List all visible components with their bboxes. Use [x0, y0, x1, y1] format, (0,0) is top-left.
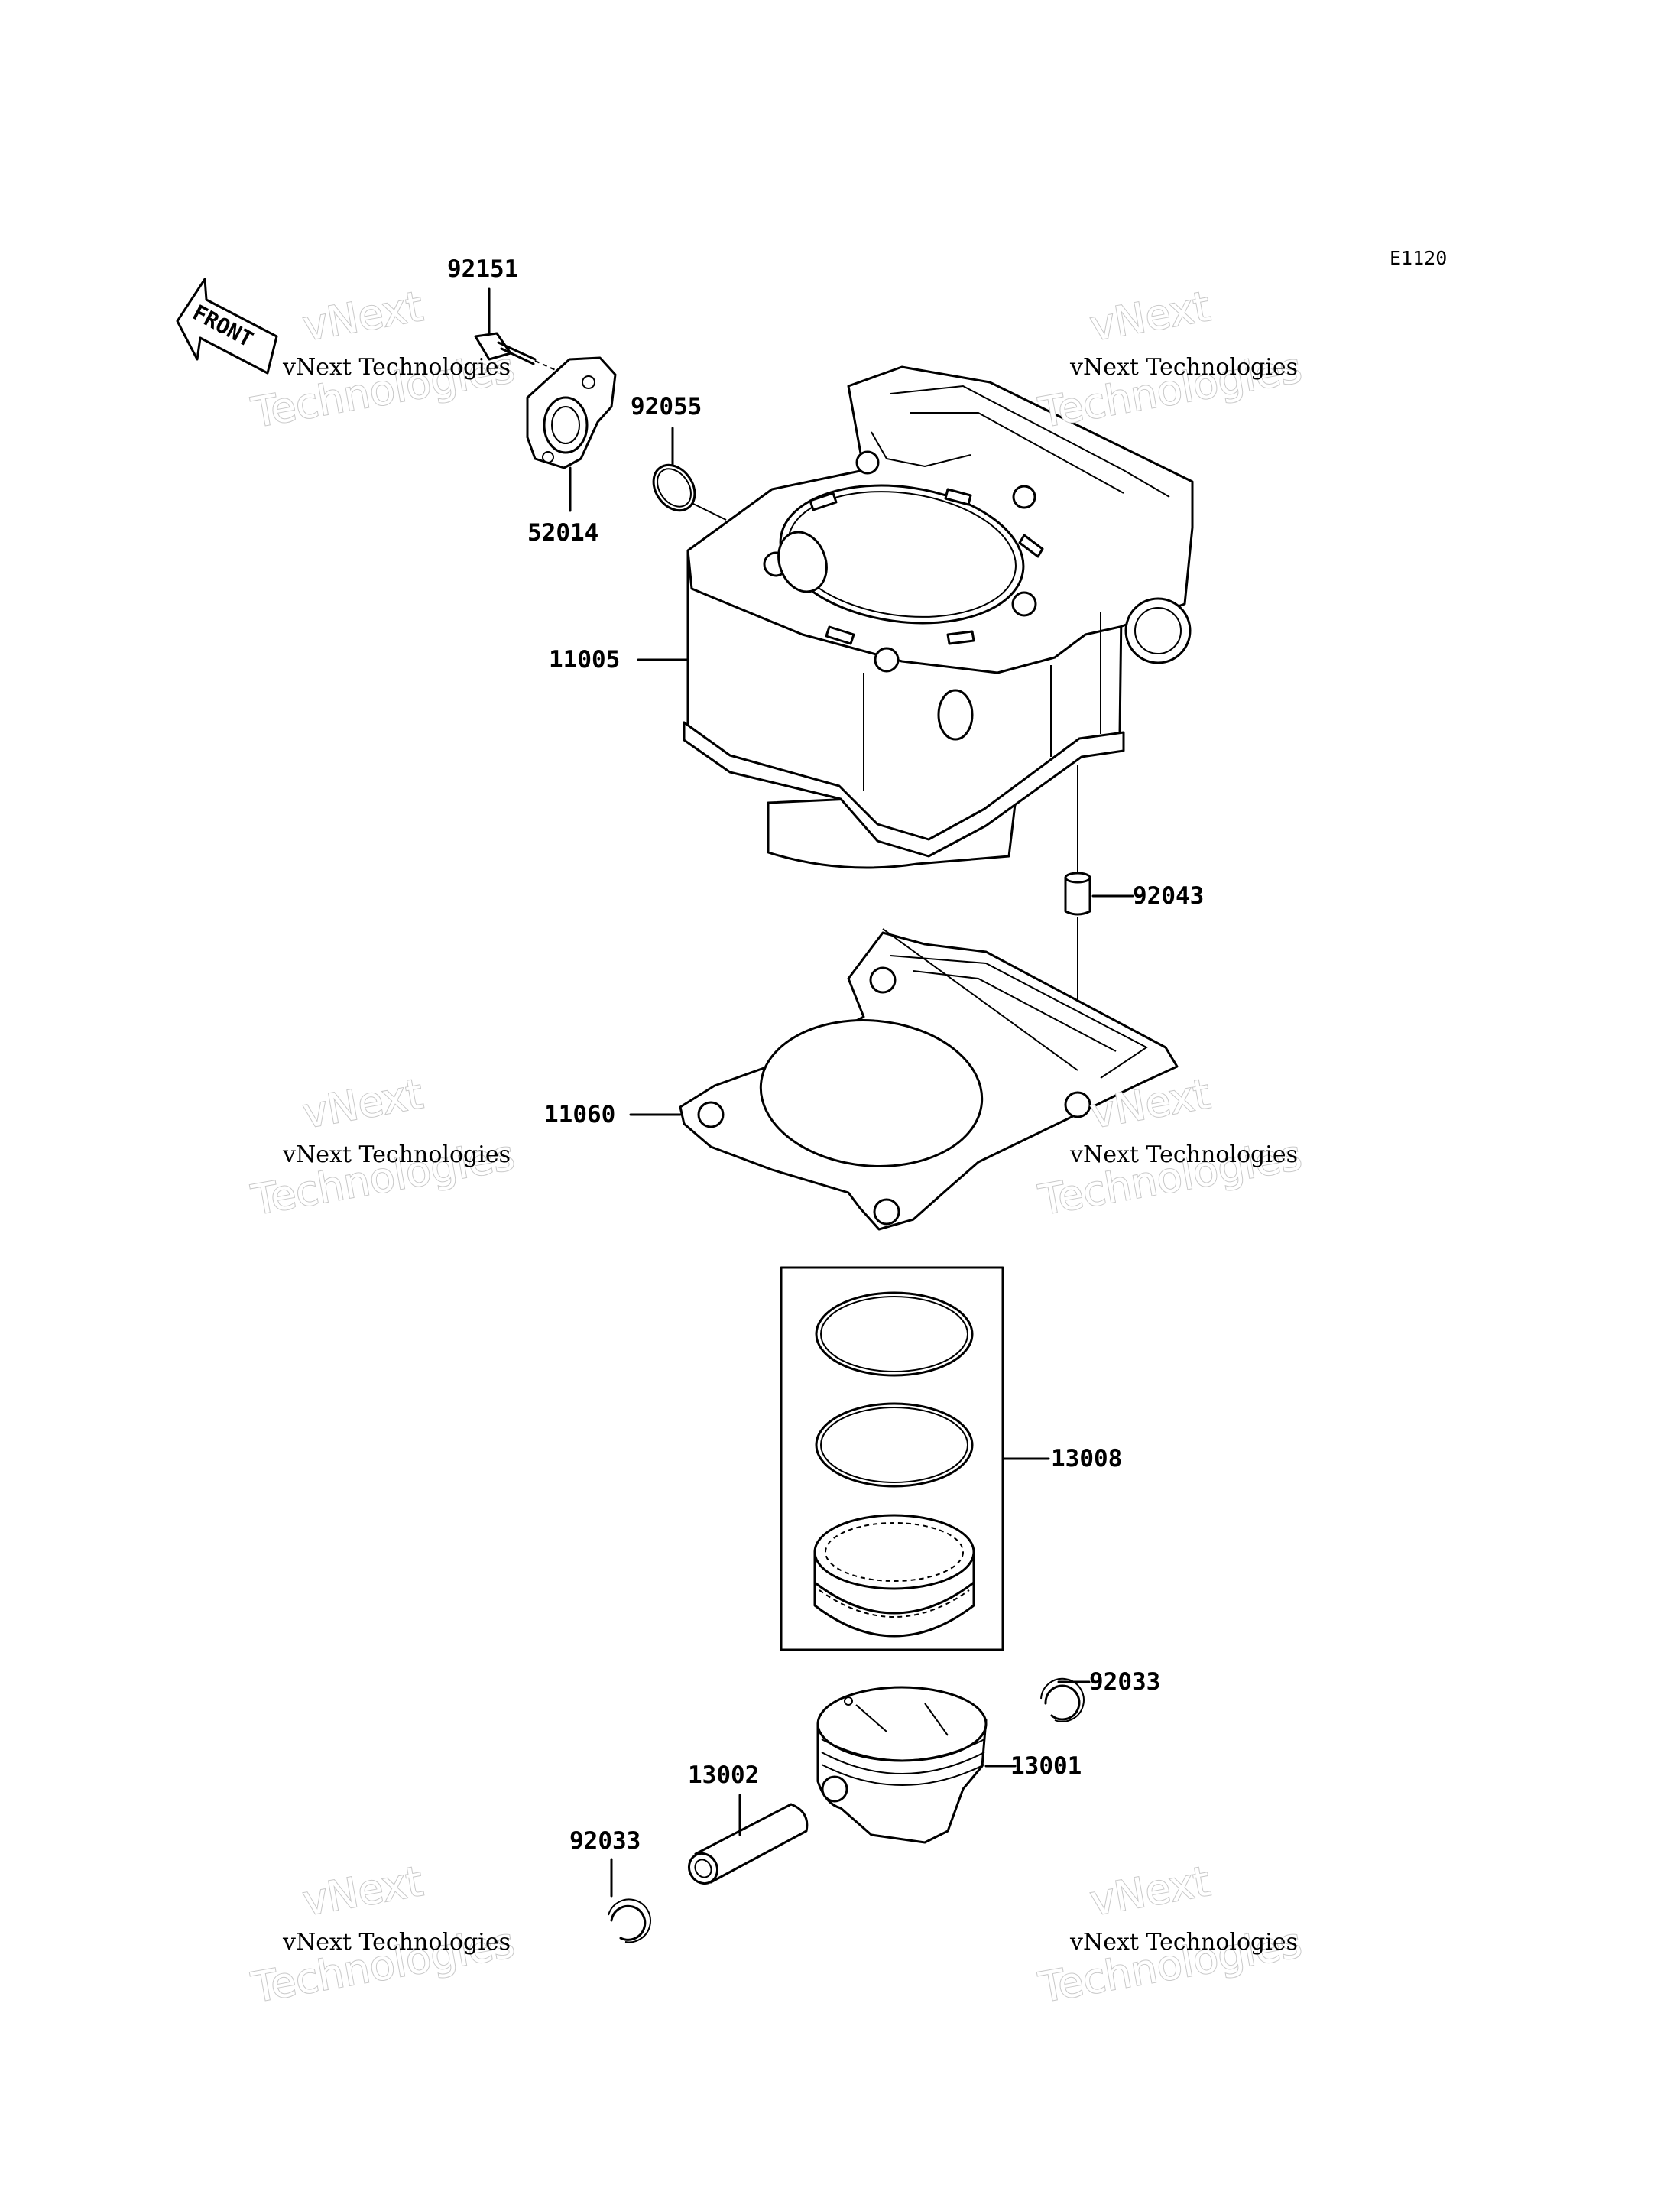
watermark-mid-left: vNext Technologies vNext Technologies	[247, 1069, 519, 1226]
part-label-92055: 92055	[631, 393, 702, 420]
svg-text:vNext: vNext	[1087, 282, 1214, 350]
cover-52014-icon	[526, 356, 617, 512]
circlip-92033-left-icon	[608, 1858, 651, 1943]
svg-text:vNext: vNext	[300, 1857, 426, 1925]
piston-pin-13002-icon	[687, 1794, 809, 1885]
part-label-52014: 52014	[527, 519, 598, 547]
part-label-13002: 13002	[688, 1761, 759, 1789]
watermark-bottom-right: vNext Technologies vNext Technologies	[1034, 1856, 1306, 2013]
ring-set-13008-icon	[780, 1266, 1050, 1651]
piston-13001-icon	[816, 1686, 1017, 1844]
svg-text:vNext Technologies: vNext Technologies	[1069, 354, 1298, 381]
watermark-top-right: vNext Technologies vNext Technologies	[1034, 281, 1306, 438]
gasket-11060-icon	[629, 928, 1179, 1231]
svg-text:vNext Technologies: vNext Technologies	[282, 1929, 511, 1956]
part-label-11060: 11060	[544, 1101, 615, 1128]
cylinder-11005-icon	[637, 365, 1194, 869]
watermark-top-left: vNext Technologies vNext Technologies	[247, 281, 519, 438]
part-label-13001: 13001	[1010, 1752, 1082, 1780]
part-label-92033-left: 92033	[569, 1827, 641, 1855]
part-label-92151: 92151	[447, 255, 518, 283]
diagram-code: E1120	[1390, 247, 1447, 269]
svg-text:vNext: vNext	[1087, 1857, 1214, 1925]
part-label-92043: 92043	[1133, 882, 1204, 910]
part-label-92033-right: 92033	[1089, 1668, 1160, 1696]
part-label-11005: 11005	[549, 646, 620, 674]
o-ring-92055-icon	[652, 427, 727, 521]
circlip-92033-right-icon	[1040, 1677, 1091, 1722]
svg-text:vNext Technologies: vNext Technologies	[1069, 1929, 1298, 1956]
svg-text:vNext: vNext	[300, 282, 426, 350]
svg-text:vNext Technologies: vNext Technologies	[282, 354, 511, 381]
front-arrow-icon: FRONT	[176, 278, 278, 375]
svg-text:vNext Technologies: vNext Technologies	[1069, 1141, 1298, 1168]
watermark-bottom-left: vNext Technologies vNext Technologies	[247, 1856, 519, 2013]
bolt-92151-icon	[474, 287, 566, 375]
svg-text:vNext: vNext	[300, 1070, 426, 1138]
svg-text:vNext Technologies: vNext Technologies	[282, 1141, 511, 1168]
part-label-13008: 13008	[1051, 1445, 1122, 1472]
